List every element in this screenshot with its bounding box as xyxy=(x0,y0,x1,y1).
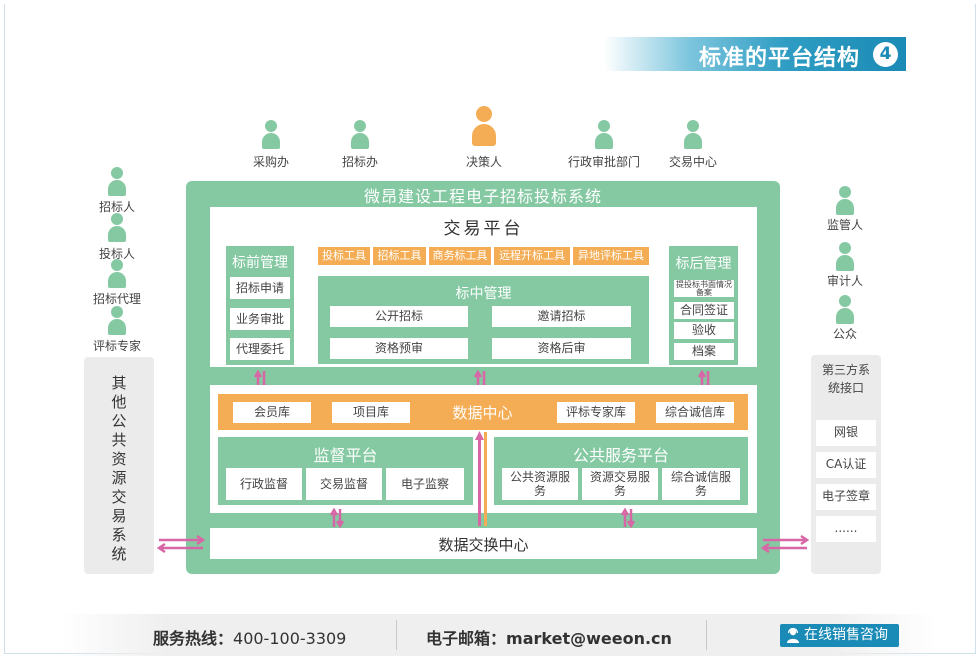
person-icon xyxy=(683,120,703,150)
other-trade-system-panel: 其他公共资源交易系统 xyxy=(84,357,154,574)
tool-business: 商务标工具 xyxy=(429,247,491,265)
person-icon xyxy=(835,295,855,325)
tool-tender: 招标工具 xyxy=(373,247,426,265)
post-bid-title: 标后管理 xyxy=(675,256,732,272)
mid-item-invite: 邀请招标 xyxy=(492,306,631,327)
role-label: 监管人 xyxy=(826,218,863,232)
role-label: 招标代理 xyxy=(92,292,141,306)
sync-arrow-public-service xyxy=(621,507,635,529)
db-expert: 评标专家库 xyxy=(557,402,635,423)
person-icon xyxy=(835,242,855,272)
third-party-title: 第三方系统接口 xyxy=(821,363,870,395)
email-label: 电子邮箱： xyxy=(426,629,507,648)
mid-item-open: 公开招标 xyxy=(330,306,468,327)
pre-item-agent: 代理委托 xyxy=(230,338,290,360)
tool-remote-open: 远程开标工具 xyxy=(494,247,570,265)
title-banner: 标准的平台结构 4 xyxy=(604,37,906,71)
db-credit: 综合诚信库 xyxy=(656,402,734,423)
role-label: 招标办 xyxy=(341,155,378,169)
role-label: 交易中心 xyxy=(668,155,717,169)
data-exchange-center xyxy=(210,528,757,559)
supervision-title: 监督平台 xyxy=(313,446,378,465)
exchange-to-datacenter-arrow xyxy=(475,431,487,526)
role-label: 评标专家 xyxy=(92,339,141,353)
public-service-title: 公共服务平台 xyxy=(572,446,669,465)
post-item-archive: 档案 xyxy=(674,343,734,360)
online-sales-label: 在线销售咨询 xyxy=(804,627,888,643)
person-icon xyxy=(350,120,370,150)
mid-bid-title: 标中管理 xyxy=(455,286,512,302)
mid-item-postqual: 资格后审 xyxy=(492,338,631,359)
data-exchange-title: 数据交换中心 xyxy=(438,536,529,554)
role-label: 决策人 xyxy=(465,155,502,169)
role-label: 审计人 xyxy=(826,274,863,288)
main-system-title: 微昂建设工程电子招标投标系统 xyxy=(363,187,602,206)
post-item-contract: 合同签证 xyxy=(674,302,734,319)
role-label: 投标人 xyxy=(98,247,135,261)
db-project: 项目库 xyxy=(332,402,410,423)
ps-resource: 公共资源服务 xyxy=(502,468,578,500)
online-sales-button[interactable]: 在线销售咨询 xyxy=(780,624,899,647)
mid-item-prequal: 资格预审 xyxy=(330,338,468,359)
email-address[interactable]: market@weeon.cn xyxy=(506,629,672,648)
hotline-label: 服务热线： xyxy=(153,629,234,648)
post-item-accept: 验收 xyxy=(674,322,734,339)
tool-remote-eval: 异地评标工具 xyxy=(573,247,649,265)
interface-item-esign: 电子签章 xyxy=(816,484,876,510)
role-label: 行政审批部门 xyxy=(567,155,640,169)
person-icon xyxy=(594,120,614,150)
right-exchange-arrow xyxy=(760,535,810,553)
db-member: 会员库 xyxy=(233,402,311,423)
pre-item-approve: 业务审批 xyxy=(230,308,290,330)
footer-divider xyxy=(396,620,397,650)
post-item-record: 提投标书面情况备案 xyxy=(674,280,734,297)
hotline: 服务热线：400-100-3309 xyxy=(153,625,346,649)
pre-bid-title: 标前管理 xyxy=(232,255,288,271)
page-title: 标准的平台结构 xyxy=(698,46,860,71)
headset-icon xyxy=(787,627,799,643)
role-label: 公众 xyxy=(832,327,857,341)
sup-admin: 行政监督 xyxy=(226,468,302,500)
person-icon xyxy=(835,186,855,216)
tool-bid: 投标工具 xyxy=(318,247,370,265)
interface-item-ca: CA认证 xyxy=(816,452,876,478)
person-icon xyxy=(107,167,127,197)
role-label: 采购办 xyxy=(252,155,289,169)
ps-credit: 综合诚信服务 xyxy=(662,468,740,500)
ps-trade: 资源交易服务 xyxy=(582,468,658,500)
data-center-title: 数据中心 xyxy=(452,404,513,422)
email: 电子邮箱：market@weeon.cn xyxy=(426,625,672,649)
left-exchange-arrow xyxy=(156,535,206,553)
person-icon xyxy=(107,213,127,243)
hotline-number: 400-100-3309 xyxy=(233,629,347,648)
footer-divider xyxy=(706,620,707,650)
person-icon xyxy=(261,120,281,150)
interface-item-more: ...... xyxy=(816,516,876,542)
role-label: 招标人 xyxy=(98,200,135,214)
person-icon xyxy=(107,259,127,289)
sup-electronic: 电子监察 xyxy=(386,468,464,500)
sup-trade: 交易监督 xyxy=(306,468,382,500)
person-icon xyxy=(107,306,127,336)
pre-item-apply: 招标申请 xyxy=(230,277,290,299)
person-icon-highlight xyxy=(471,106,497,146)
trade-platform-title: 交易平台 xyxy=(443,219,524,239)
sync-arrow-supervision xyxy=(330,507,344,529)
third-party-interface-panel: 第三方系统接口 网银 CA认证 电子签章 ...... xyxy=(811,355,881,574)
other-trade-system-label: 其他公共资源交易系统 xyxy=(111,374,127,563)
interface-item-netbank: 网银 xyxy=(816,420,876,446)
title-number-badge: 4 xyxy=(873,42,898,67)
